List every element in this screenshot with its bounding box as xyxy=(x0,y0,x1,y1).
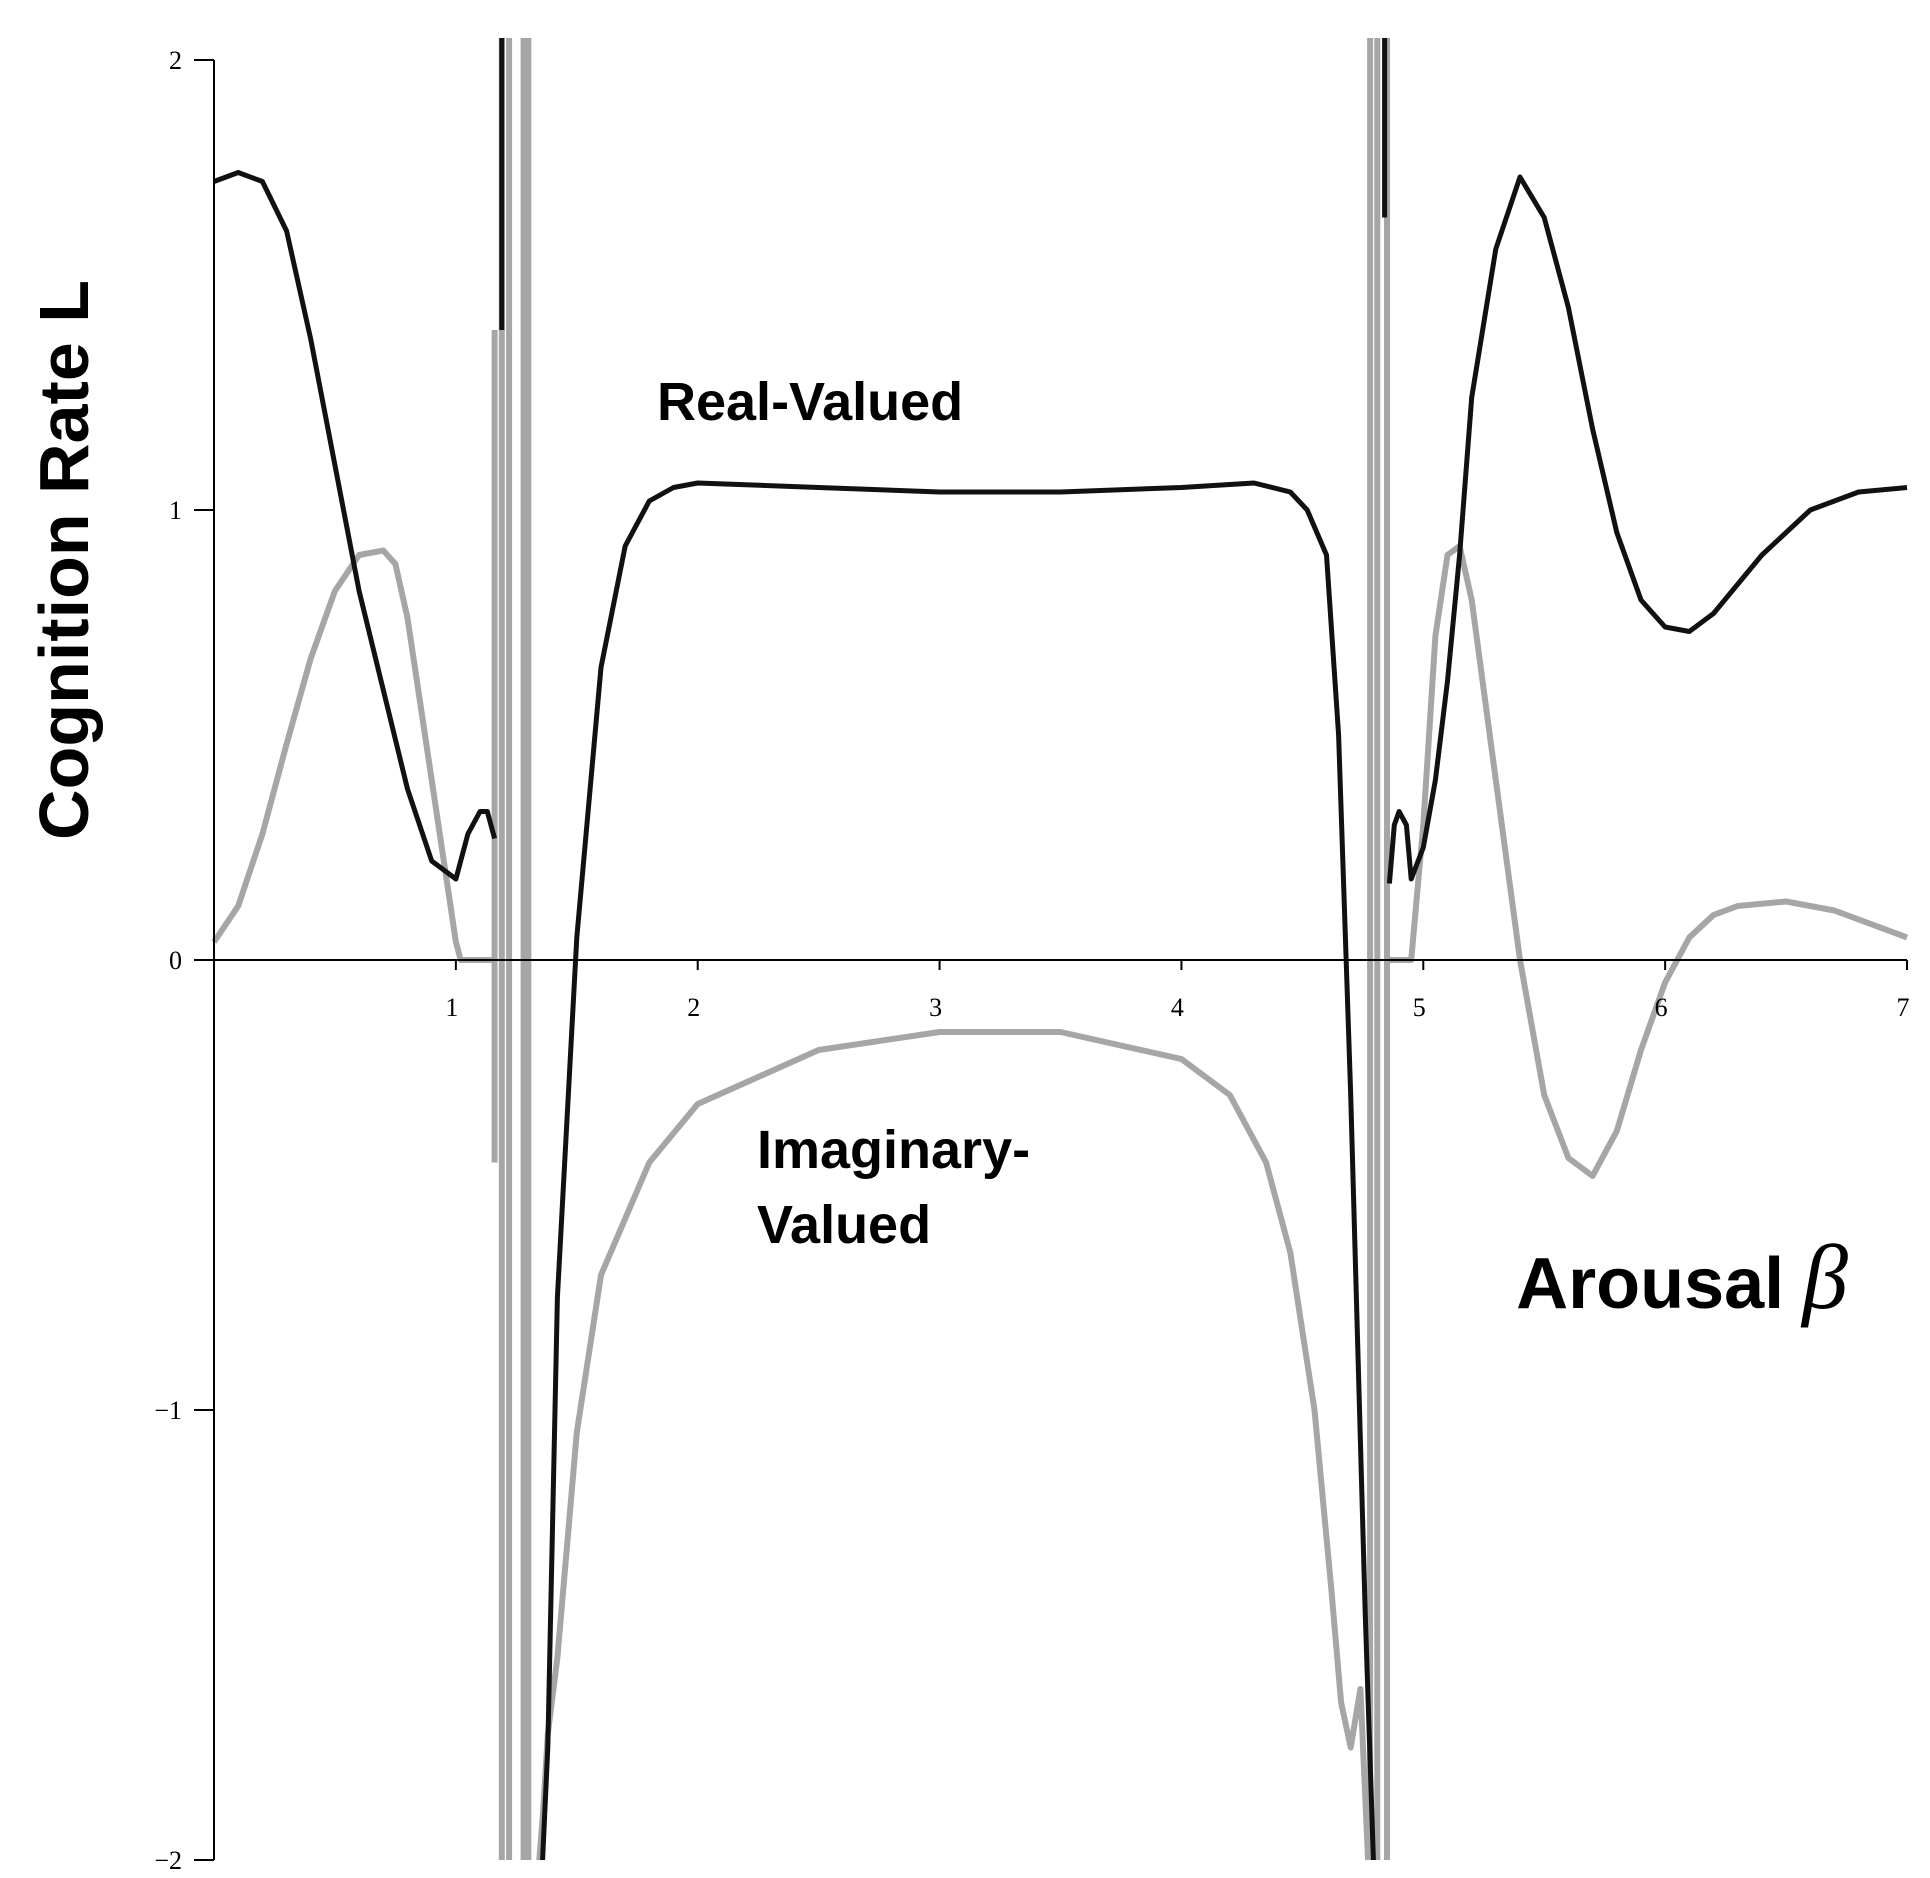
x-axis-title-text: Arousal xyxy=(1516,1244,1784,1324)
series-real xyxy=(213,38,1908,1860)
labels-layer: Real-Valued Imaginary- Valued Cognition … xyxy=(25,280,1848,1328)
x-tick-label: 1 xyxy=(445,993,458,1022)
annotation-real-valued: Real-Valued xyxy=(657,372,963,432)
series-line-real xyxy=(540,480,1376,1860)
x-tick-label: 4 xyxy=(1171,993,1184,1022)
series-layer xyxy=(211,38,1909,1860)
annotation-imaginary-valued-line2: Valued xyxy=(757,1195,931,1255)
x-axis-title-symbol: β xyxy=(1800,1226,1848,1328)
series-line-imaginary xyxy=(536,1029,1372,1860)
series-line-imaginary xyxy=(211,547,493,963)
y-axis-title: Cognition Rate L xyxy=(25,280,103,840)
x-tick-label: 3 xyxy=(929,993,942,1022)
x-tick-label: 5 xyxy=(1413,993,1426,1022)
x-tick-label: 6 xyxy=(1655,993,1668,1022)
series-line-real xyxy=(1386,174,1908,884)
series-line-imaginary xyxy=(1389,543,1909,1179)
axes-layer: −2 −1 0 1 2 1 2 3 4 5 6 7 xyxy=(154,46,1909,1875)
y-tick-label: −1 xyxy=(154,1396,182,1425)
y-tick-label: 0 xyxy=(169,946,182,975)
annotation-imaginary-valued-line1: Imaginary- xyxy=(757,1120,1030,1180)
y-tick-label: −2 xyxy=(154,1846,182,1875)
series-imaginary xyxy=(211,38,1909,1860)
x-tick-label: 2 xyxy=(687,993,700,1022)
x-tick-label: 7 xyxy=(1897,993,1910,1022)
series-line-real xyxy=(213,170,498,882)
y-tick-label: 2 xyxy=(169,46,182,75)
y-tick-label: 1 xyxy=(169,496,182,525)
